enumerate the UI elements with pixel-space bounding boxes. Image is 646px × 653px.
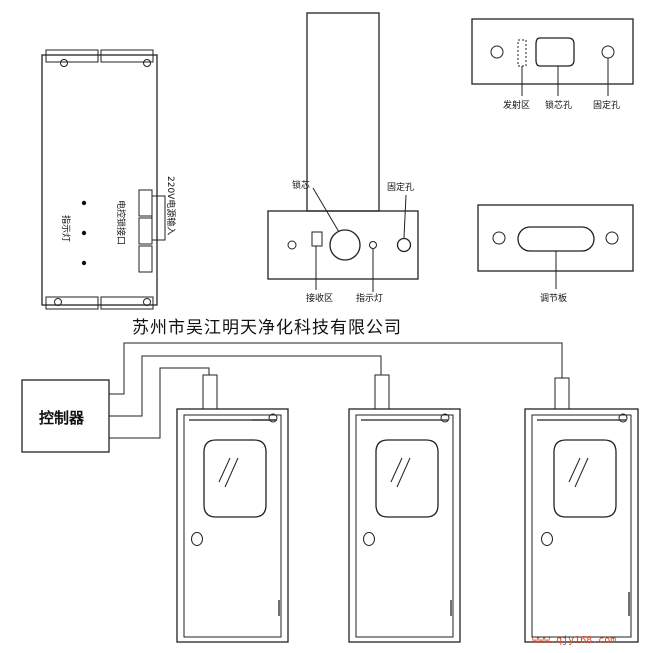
lock-core-hole-label: 锁芯孔 bbox=[545, 99, 572, 111]
top-left-tab bbox=[45, 49, 99, 63]
screw-hole-icon bbox=[54, 298, 62, 306]
emit-area-label: 发射区 bbox=[503, 99, 530, 111]
door-leaf bbox=[355, 414, 454, 638]
lock-interface-port bbox=[138, 217, 153, 245]
door-handle-icon bbox=[541, 532, 553, 546]
screw-hole-icon bbox=[143, 298, 151, 306]
indicator-light-label: 指示灯 bbox=[356, 292, 383, 304]
lock-core-label: 锁芯 bbox=[292, 179, 310, 191]
wiring bbox=[109, 342, 563, 439]
door-3 bbox=[524, 377, 639, 643]
fixing-hole-label: 固定孔 bbox=[387, 181, 414, 193]
lock-plate bbox=[267, 210, 419, 280]
transmitter-plate: 发射区 锁芯孔 固定孔 bbox=[471, 18, 634, 111]
lock-core-hole bbox=[535, 37, 575, 67]
door-leaf bbox=[183, 414, 282, 638]
screw-hole-icon bbox=[492, 231, 506, 245]
door-handle-icon bbox=[191, 532, 203, 546]
door-lock-icon bbox=[202, 374, 218, 410]
emit-area bbox=[517, 39, 527, 67]
transmitter-plate-body bbox=[471, 18, 634, 85]
door-frame bbox=[176, 408, 289, 643]
door-2 bbox=[348, 374, 461, 643]
lock-interface-port bbox=[138, 189, 153, 217]
door-lock-icon bbox=[374, 374, 390, 410]
lock-body bbox=[306, 12, 380, 212]
door-leaf bbox=[531, 414, 632, 638]
top-right-tab bbox=[100, 49, 154, 63]
receive-area-label: 接收区 bbox=[306, 292, 333, 304]
bottom-right-tab bbox=[100, 296, 154, 310]
screw-hole-icon bbox=[60, 59, 68, 67]
watermark: www.qjy168.com bbox=[532, 635, 616, 646]
indicator-label: 指示灯 bbox=[60, 215, 72, 242]
adjust-slot bbox=[517, 226, 595, 252]
door-closer-icon bbox=[618, 413, 628, 423]
screw-hole-icon bbox=[287, 240, 297, 250]
indicator-dot bbox=[81, 260, 87, 266]
lock-interface-port bbox=[138, 245, 153, 273]
door-window bbox=[553, 439, 617, 518]
controller-label: 控制器 bbox=[39, 409, 85, 427]
indicator-dot bbox=[81, 230, 87, 236]
door-window bbox=[203, 439, 267, 518]
power-input-port bbox=[151, 195, 166, 241]
receive-area bbox=[311, 231, 323, 247]
lock-interface-label: 电控锁接口 bbox=[115, 200, 127, 245]
indicator-light-icon bbox=[369, 241, 377, 249]
door-lock-icon bbox=[554, 377, 570, 410]
controller: 控制器 bbox=[21, 379, 110, 453]
door-frame bbox=[524, 408, 639, 643]
bottom-left-tab bbox=[45, 296, 99, 310]
door-1 bbox=[176, 374, 289, 643]
controller-box: 指示灯 电控锁接口 220V电源输入 bbox=[41, 49, 177, 310]
indicator-dot bbox=[81, 200, 87, 206]
screw-hole-icon bbox=[143, 59, 151, 67]
door-closer-icon bbox=[440, 413, 450, 423]
adjust-plate-label: 调节板 bbox=[540, 292, 567, 304]
screw-hole-icon bbox=[605, 231, 619, 245]
door-window bbox=[375, 439, 439, 518]
fixing-hole-label-right: 固定孔 bbox=[593, 99, 620, 111]
screw-hole-icon bbox=[601, 45, 615, 59]
power-input-label: 220V电源输入 bbox=[165, 176, 177, 235]
lock-unit: 锁芯 固定孔 接收区 指示灯 bbox=[267, 12, 419, 304]
door-closer-icon bbox=[268, 413, 278, 423]
door-handle-icon bbox=[363, 532, 375, 546]
adjust-plate: 调节板 bbox=[477, 204, 634, 304]
door-frame bbox=[348, 408, 461, 643]
company-name: 苏州市吴江明天净化科技有限公司 bbox=[132, 318, 402, 338]
lock-core bbox=[329, 229, 361, 261]
fixing-hole bbox=[396, 237, 412, 253]
screw-hole-icon bbox=[490, 45, 504, 59]
